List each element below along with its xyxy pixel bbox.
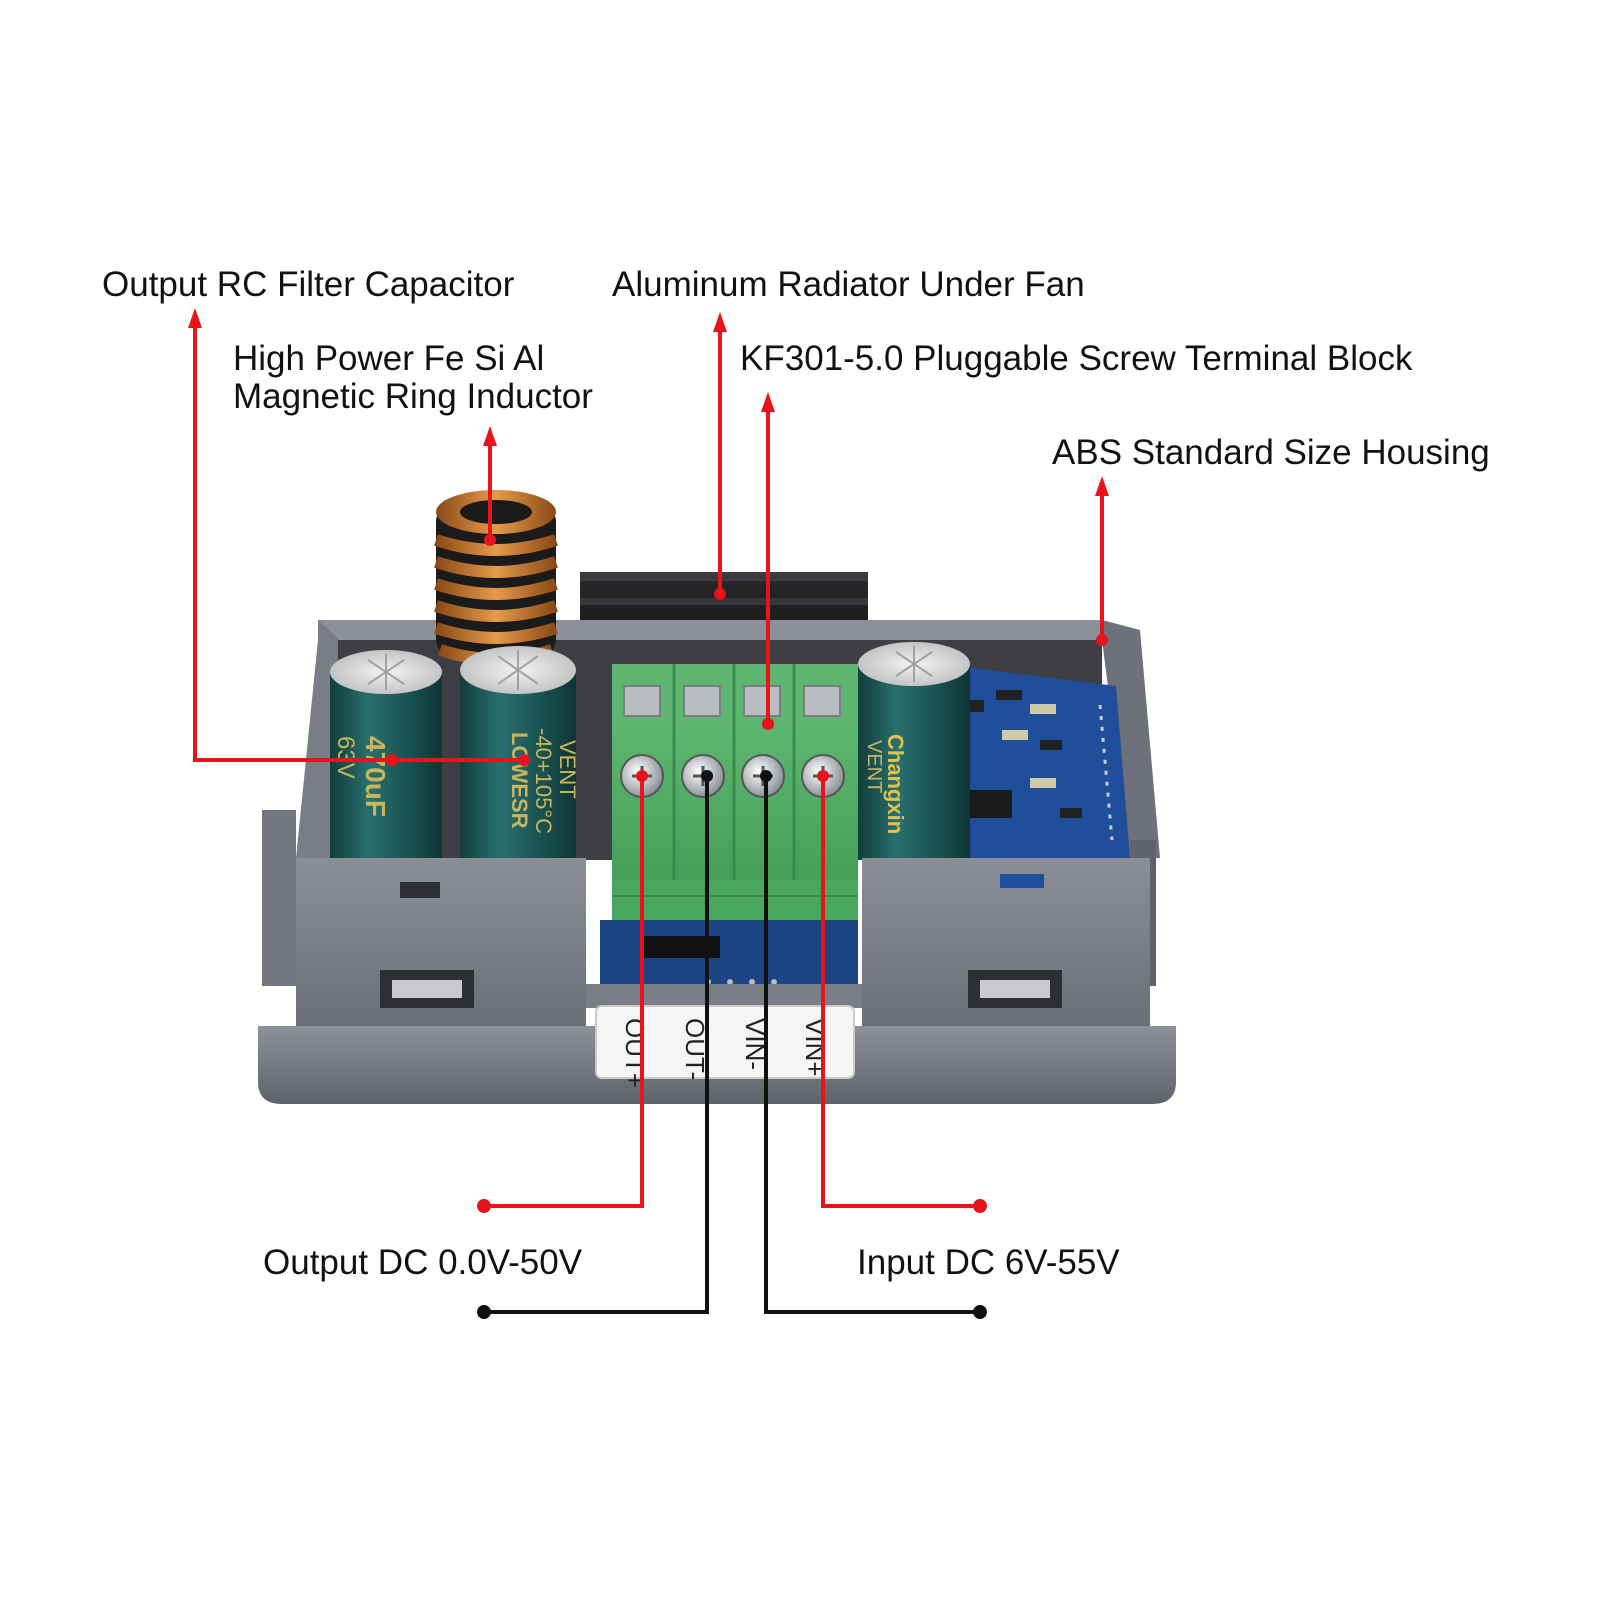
label-housing: ABS Standard Size Housing [1052, 433, 1490, 472]
capacitor-left-value: 470uF [360, 736, 391, 817]
arrow-radiator [713, 312, 727, 332]
dot-vin-plus-end [973, 1199, 987, 1213]
label-inductor-line2: Magnetic Ring Inductor [233, 377, 593, 416]
dot-radiator [714, 588, 726, 600]
dot-vin-plus-screw [817, 770, 829, 782]
dot-capacitor-right [518, 754, 530, 766]
terminal-label-out-plus: OUT+ [620, 1018, 650, 1088]
arrow-terminal [761, 392, 775, 412]
dot-capacitor-left [386, 754, 398, 766]
label-output-dc: Output DC 0.0V-50V [263, 1243, 583, 1282]
magnetic-ring-inductor [434, 490, 558, 665]
dot-out-plus-screw [636, 770, 648, 782]
arrow-housing [1095, 476, 1109, 496]
dot-terminal [762, 718, 774, 730]
label-inductor-line1: High Power Fe Si Al [233, 339, 545, 378]
dot-vin-minus-screw [760, 770, 772, 782]
callout-lines [188, 308, 1109, 1319]
capacitor-far-right-vent: VENT [863, 740, 885, 793]
capacitor-right-esr: LOWESR [507, 732, 532, 829]
wire-vin-plus [821, 774, 982, 1208]
dot-vin-minus-end [973, 1305, 987, 1319]
dot-out-plus-end [477, 1199, 491, 1213]
housing-front [258, 810, 1176, 1104]
dot-inductor [484, 534, 496, 546]
label-input-dc: Input DC 6V-55V [857, 1243, 1120, 1282]
pluggable-screw-terminal-block [612, 664, 858, 920]
wire-out-plus [482, 774, 644, 1208]
label-terminal-block: KF301-5.0 Pluggable Screw Terminal Block [740, 339, 1413, 378]
label-output-filter-capacitor: Output RC Filter Capacitor [102, 265, 515, 304]
callout-line-capacitor [193, 320, 526, 762]
arrow-inductor [483, 426, 497, 446]
capacitor-right-vent: VENT [555, 740, 580, 799]
arrow-capacitor [188, 308, 202, 328]
dot-out-minus-screw [701, 770, 713, 782]
input-capacitor: Changxin VENT [858, 642, 970, 860]
capacitor-brand: Changxin [883, 734, 908, 834]
output-filter-capacitor-left: 470uF 63V [330, 650, 442, 862]
wire-vin-minus [764, 774, 982, 1314]
terminal-label-vin-plus: VIN+ [800, 1018, 830, 1077]
wire-out-minus [482, 774, 709, 1314]
capacitor-left-voltage: 63V [332, 736, 359, 779]
dot-out-minus-end [477, 1305, 491, 1319]
terminal-label-strip: OUT+ OUT- VIN- VIN+ [595, 1005, 855, 1088]
label-aluminum-radiator: Aluminum Radiator Under Fan [612, 265, 1085, 304]
capacitor-right-temp: -40+105°C [531, 728, 556, 834]
output-filter-capacitor-right: VENT -40+105°C LOWESR [460, 646, 580, 862]
dot-housing [1096, 634, 1108, 646]
